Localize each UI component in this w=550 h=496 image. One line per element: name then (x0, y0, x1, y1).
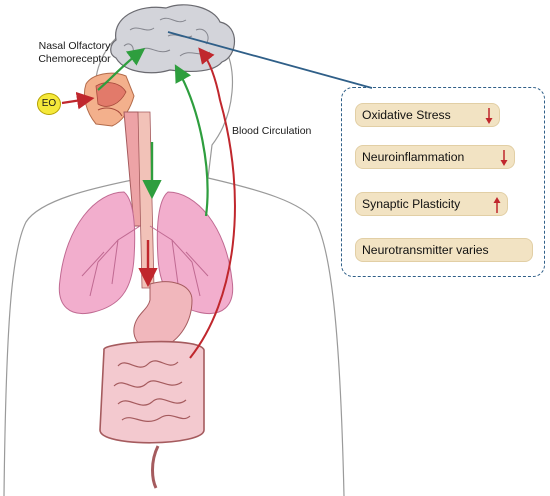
green-arrow-lung-to-brain (174, 64, 209, 217)
effect-neuroinflammation: Neuroinflammation (355, 145, 515, 169)
effect-label: Synaptic Plasticity (362, 197, 461, 211)
green-arrow-nose-to-brain (97, 48, 146, 91)
effect-oxidative-stress: Oxidative Stress (355, 103, 500, 127)
effect-label: Oxidative Stress (362, 108, 451, 122)
red-arrow-blood-circulation (189, 47, 236, 359)
esophagus (137, 111, 155, 289)
effect-label: Neurotransmitter varies (362, 243, 489, 257)
nasal-olfactory-label: Nasal Olfactory Chemoreceptor (22, 40, 127, 66)
nasal-label-line-1: Nasal Olfactory (38, 40, 111, 52)
down-arrow-icon (485, 108, 493, 124)
down-arrow-icon (500, 150, 508, 166)
effect-label: Neuroinflammation (362, 150, 465, 164)
nasal-cavity (83, 72, 135, 127)
connector-line (167, 31, 373, 89)
nasal-label-line-2: Chemoreceptor (38, 53, 111, 65)
blood-circulation-label: Blood Circulation (232, 125, 312, 137)
effect-synaptic-plasticity: Synaptic Plasticity (355, 192, 508, 216)
eo-badge: EO (37, 93, 61, 115)
red-arrow-eo-inhale (61, 91, 95, 110)
intestines (99, 340, 205, 489)
effect-neurotransmitter-varies: Neurotransmitter varies (355, 238, 533, 262)
up-arrow-icon (493, 197, 501, 213)
stomach (133, 281, 193, 351)
effects-box: Oxidative Stress Neuroinflammation Synap… (341, 87, 545, 277)
brain (110, 4, 235, 74)
